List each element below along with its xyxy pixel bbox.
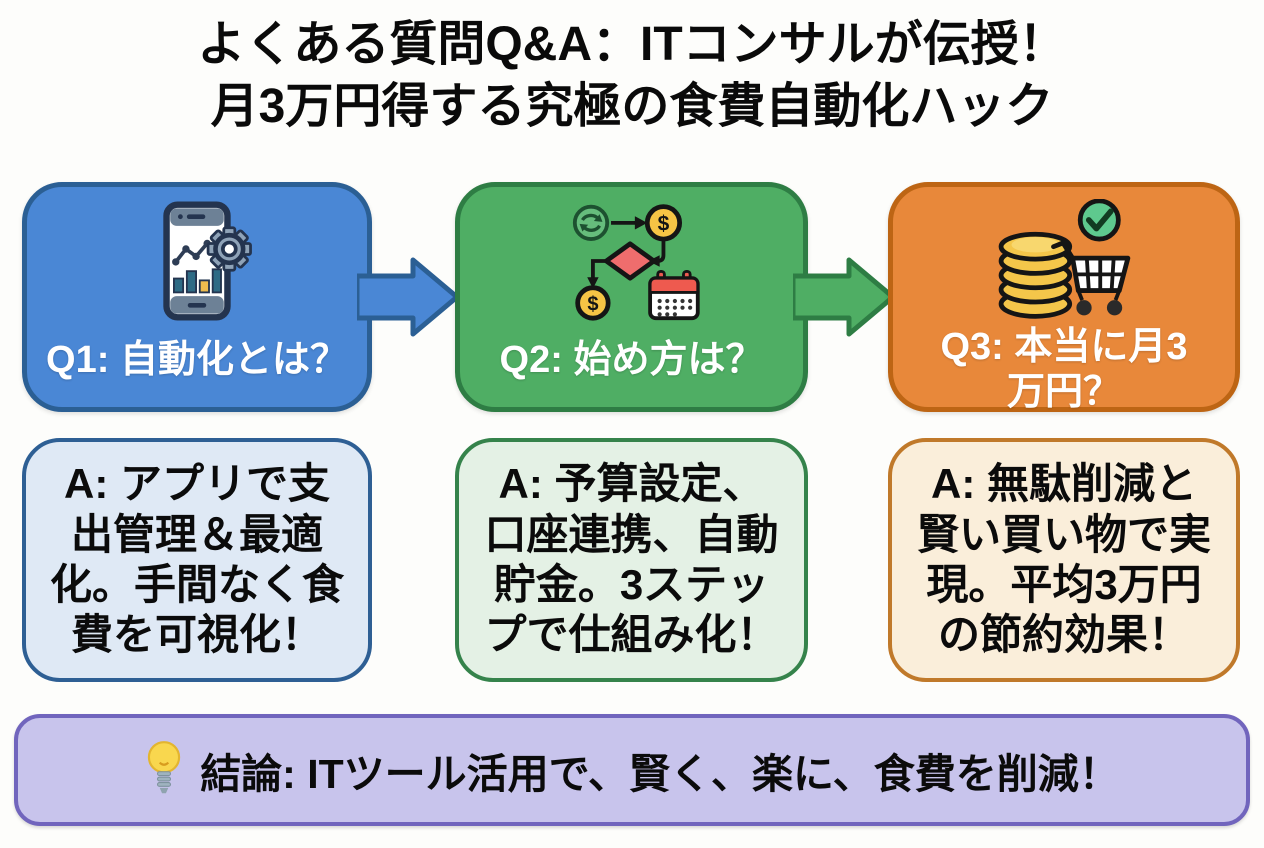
question-card-3: Q3: 本当に月3 万円？ [888,182,1240,413]
svg-text:$: $ [587,294,598,316]
conclusion-banner: 結論: ITツール活用で、賢く、楽に、食費を削減！ [14,714,1250,826]
question-card-2: $ $ Q2: 始め方は？ [455,182,808,412]
answer-card-1: A: アプリで支 出管理＆最適 化。手間なく食 費を可視化！ [22,438,372,682]
arrow-right-icon [357,257,460,337]
answer-1-text: A: アプリで支 出管理＆最適 化。手間なく食 費を可視化！ [49,460,344,659]
question-3-label: Q3: 本当に月3 万円？ [940,326,1188,413]
arrow-right-icon [793,257,896,337]
answer-card-3: A: 無駄削減と 賢い買い物で実 現。平均3万円 の節約効果！ [888,438,1240,682]
answer-3-text: A: 無駄削減と 賢い買い物で実 現。平均3万円 の節約効果！ [916,460,1211,659]
answer-card-2: A: 予算設定、 口座連携、自動 貯金。3ステッ プで仕組み化！ [455,438,808,682]
svg-text:$: $ [657,213,669,236]
page-title: よくある質問Q&A：ITコンサルが伝授！ 月3万円得する究極の食費自動化ハック [197,18,1067,134]
question-1-label: Q1: 自動化とは？ [46,338,348,381]
coins-cart-check-icon [991,197,1137,325]
question-card-1: Q1: 自動化とは？ [22,182,372,412]
question-2-label: Q2: 始め方は？ [499,338,764,381]
flowchart-automation-icon: $ $ [558,197,706,325]
smartphone-analytics-gear-icon [133,197,261,325]
conclusion-text: 結論: ITツール活用で、賢く、楽に、食費を削減！ [200,751,1120,797]
answer-2-text: A: 予算設定、 口座連携、自動 貯金。3ステッ プで仕組み化！ [484,460,779,659]
lightbulb-icon [144,740,184,801]
